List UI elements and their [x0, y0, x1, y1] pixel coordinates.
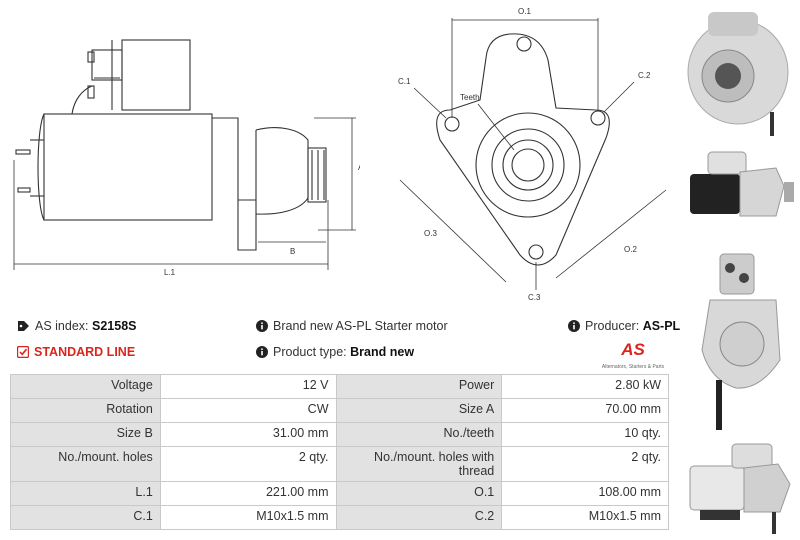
mount-flange [436, 33, 610, 266]
front-view-drawing: O.1 C.1 C.2 Teeth O.3 O.2 C.3 [398, 7, 667, 302]
dim-o3-label: O.3 [424, 229, 437, 238]
spec-value: 108.00 mm [501, 481, 669, 506]
spec-key: Power [335, 374, 503, 399]
technical-drawing: L.1 B A O.1 C.1 C.2 [0, 0, 680, 310]
as-logo-mark: AS [620, 340, 645, 359]
product-photo-side[interactable] [680, 146, 796, 236]
as-index-row: AS index: S2158S [17, 319, 136, 333]
spec-value: 2.80 kW [501, 374, 669, 399]
teeth-label: Teeth [460, 93, 480, 102]
as-index-value: S2158S [92, 319, 137, 333]
product-photo-angle[interactable] [680, 440, 796, 536]
spec-key: Rotation [10, 398, 161, 423]
spec-value: 10 qty. [501, 422, 669, 447]
product-type-label: Product type: [273, 345, 347, 359]
spec-key: Size B [10, 422, 161, 447]
product-photo-rear[interactable] [680, 240, 796, 436]
spec-value: M10x1.5 mm [501, 505, 669, 530]
spec-value: 221.00 mm [159, 481, 337, 506]
dim-c1-label: C.1 [398, 77, 411, 86]
dim-l1-label: L.1 [164, 268, 176, 277]
tag-icon [18, 321, 29, 331]
dim-c2-label: C.2 [638, 71, 651, 80]
producer-label: Producer: [585, 319, 640, 333]
as-pl-logo: AS Alternators, Starters & Parts [590, 339, 676, 371]
dim-a-label: A [358, 163, 360, 172]
spec-value: 2 qty. [159, 446, 337, 482]
side-view-drawing: L.1 B A [13, 39, 360, 277]
spec-value: 70.00 mm [501, 398, 669, 423]
producer-value: AS-PL [642, 319, 681, 333]
spec-key: C.2 [335, 505, 503, 530]
as-index-label: AS index: [35, 319, 89, 333]
description-row: Brand new AS-PL Starter motor [256, 319, 448, 333]
product-description: Brand new AS-PL Starter motor [273, 319, 448, 333]
product-type-value: Brand new [350, 345, 415, 359]
dim-c3-label: C.3 [528, 293, 541, 302]
producer-row: Producer: AS-PL [568, 319, 680, 333]
spec-value: 12 V [159, 374, 337, 399]
product-photo-gallery [676, 0, 800, 540]
spec-key: Size A [335, 398, 503, 423]
dim-b-label: B [290, 247, 295, 256]
product-type-row: Product type: Brand new [256, 345, 414, 359]
logo-tagline: Alternators, Starters & Parts [601, 364, 665, 370]
spec-value: 31.00 mm [159, 422, 337, 447]
spec-key: No./mount. holes [10, 446, 161, 482]
checkbox-icon [17, 346, 29, 358]
info-icon [256, 320, 268, 332]
dim-o1-label: O.1 [518, 7, 531, 16]
spec-key: L.1 [10, 481, 161, 506]
solenoid-body [121, 39, 191, 111]
spec-key: No./mount. holes with thread [335, 446, 503, 482]
standard-line-label: STANDARD LINE [34, 345, 136, 359]
spec-key: No./teeth [335, 422, 503, 447]
spec-key: Voltage [10, 374, 161, 399]
spec-value: 2 qty. [501, 446, 669, 482]
standard-line-row: STANDARD LINE [17, 345, 135, 359]
product-photo-front[interactable] [680, 2, 796, 140]
motor-body [43, 113, 213, 221]
spec-key: O.1 [335, 481, 503, 506]
spec-value: CW [159, 398, 337, 423]
info-icon [256, 346, 268, 358]
spec-value: M10x1.5 mm [159, 505, 337, 530]
dim-o2-label: O.2 [624, 245, 637, 254]
spec-key: C.1 [10, 505, 161, 530]
info-icon [568, 320, 580, 332]
logo-text: AS [620, 340, 645, 359]
